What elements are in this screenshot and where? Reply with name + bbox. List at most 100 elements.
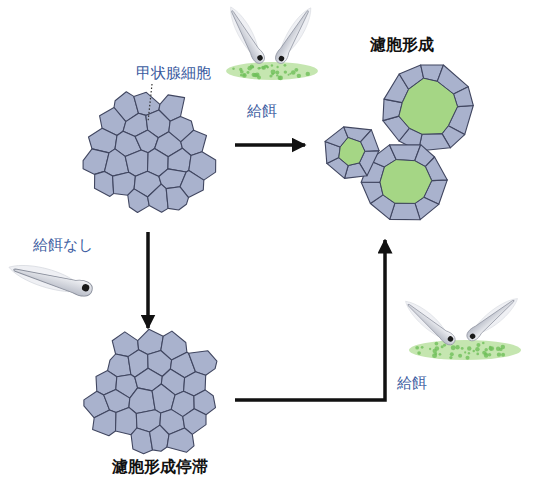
- flow-arrow: [235, 240, 385, 400]
- food-particle: [262, 66, 266, 70]
- cell-group-node: 甲状腺細胞: [85, 62, 235, 232]
- food-particle: [232, 68, 235, 71]
- food-particle: [482, 351, 486, 355]
- node-label: 濾胞形成停滞: [85, 458, 235, 476]
- fish-body: [227, 8, 267, 66]
- food-particle: [269, 74, 272, 77]
- food-particle: [276, 66, 278, 68]
- food-particle: [250, 64, 254, 68]
- food-particle: [288, 74, 290, 76]
- food-particle: [264, 65, 267, 68]
- thyroid-cell: [168, 148, 191, 172]
- food-particle: [421, 346, 424, 349]
- thyroid-cell: [95, 171, 114, 196]
- food-particle: [415, 346, 419, 350]
- follicle-cell: [361, 182, 383, 203]
- fish-body: [273, 8, 313, 66]
- food-particle: [278, 76, 282, 80]
- follicle-lumen: [339, 138, 365, 166]
- node-label: 濾胞形成: [352, 36, 452, 54]
- food-particle: [464, 351, 466, 353]
- food-area: [226, 62, 318, 80]
- fish-larva: [401, 297, 459, 348]
- fish-eye: [256, 54, 263, 61]
- thyroid-cell: [167, 428, 194, 452]
- food-particle: [276, 74, 278, 76]
- food-particle: [294, 68, 298, 72]
- thyroid-cell: [166, 187, 188, 210]
- edge-label: 給餌: [382, 374, 442, 392]
- food-particle: [271, 64, 273, 66]
- food-particle: [468, 352, 470, 354]
- food-particle: [432, 353, 437, 358]
- fish-larva: [224, 4, 268, 66]
- leader-line: [148, 84, 152, 122]
- food-particle: [455, 345, 459, 349]
- node-label: 甲状腺細胞: [123, 64, 223, 82]
- food-particle: [284, 70, 287, 73]
- thyroid-cell: [150, 425, 169, 451]
- food-particle: [243, 74, 245, 76]
- food-particle: [271, 69, 276, 74]
- food-patches: [226, 62, 521, 360]
- food-particle: [239, 68, 242, 71]
- flow-arrow: [146, 232, 150, 328]
- food-particle: [501, 345, 506, 350]
- food-particle: [476, 343, 480, 347]
- food-particle: [472, 350, 475, 353]
- food-particle: [484, 348, 487, 351]
- cell-clusters: [83, 92, 217, 454]
- food-particle: [467, 346, 471, 350]
- food-particle: [488, 353, 491, 356]
- food-patch: [409, 340, 521, 360]
- food-particle: [306, 72, 310, 76]
- food-particle: [443, 344, 446, 347]
- food-particle: [501, 353, 505, 357]
- food-particle: [475, 347, 479, 351]
- fish-body: [12, 262, 94, 298]
- food-particle: [435, 342, 439, 346]
- fish-eye: [447, 335, 455, 343]
- fish-eye: [469, 332, 477, 340]
- larvae: [6, 4, 521, 348]
- food-patch: [226, 62, 318, 80]
- flow-arrow: [235, 143, 305, 147]
- food-particle: [435, 346, 440, 351]
- food-particle: [489, 347, 493, 351]
- thyroid-cell: [129, 388, 155, 414]
- food-particle: [465, 356, 469, 360]
- thyroid-cell: [148, 184, 169, 212]
- fish-larva: [272, 4, 316, 66]
- food-particle: [451, 345, 456, 350]
- food-particle: [297, 74, 301, 78]
- follicle-lumen: [380, 160, 432, 204]
- food-particle: [242, 73, 247, 78]
- thyroid-cell: [128, 189, 149, 213]
- edge-label: 給餌なし: [20, 236, 105, 254]
- food-particle: [417, 351, 421, 355]
- food-particle: [461, 347, 464, 350]
- cell-group-node: 濾胞形成停滞: [85, 328, 235, 480]
- follicle: [383, 65, 473, 151]
- food-particle: [450, 352, 454, 356]
- food-particle: [429, 348, 431, 350]
- food-particle: [258, 67, 261, 70]
- edge-label: 給餌: [232, 102, 292, 120]
- food-particle: [458, 354, 462, 358]
- fish-body: [404, 300, 457, 347]
- stalled-cluster: [84, 329, 217, 453]
- follicles: [325, 65, 473, 220]
- food-particle: [439, 353, 442, 356]
- fish-eye: [278, 55, 285, 62]
- thyroid-cell: [116, 407, 137, 434]
- thyroid-cell: [105, 149, 129, 176]
- food-particle: [255, 73, 260, 78]
- fish-larva: [464, 293, 522, 344]
- food-particle: [267, 66, 269, 68]
- food-particle: [497, 353, 501, 357]
- thyroid-cell: [93, 410, 116, 436]
- food-particle: [246, 71, 249, 74]
- food-particle: [284, 64, 287, 67]
- food-particle: [252, 66, 255, 69]
